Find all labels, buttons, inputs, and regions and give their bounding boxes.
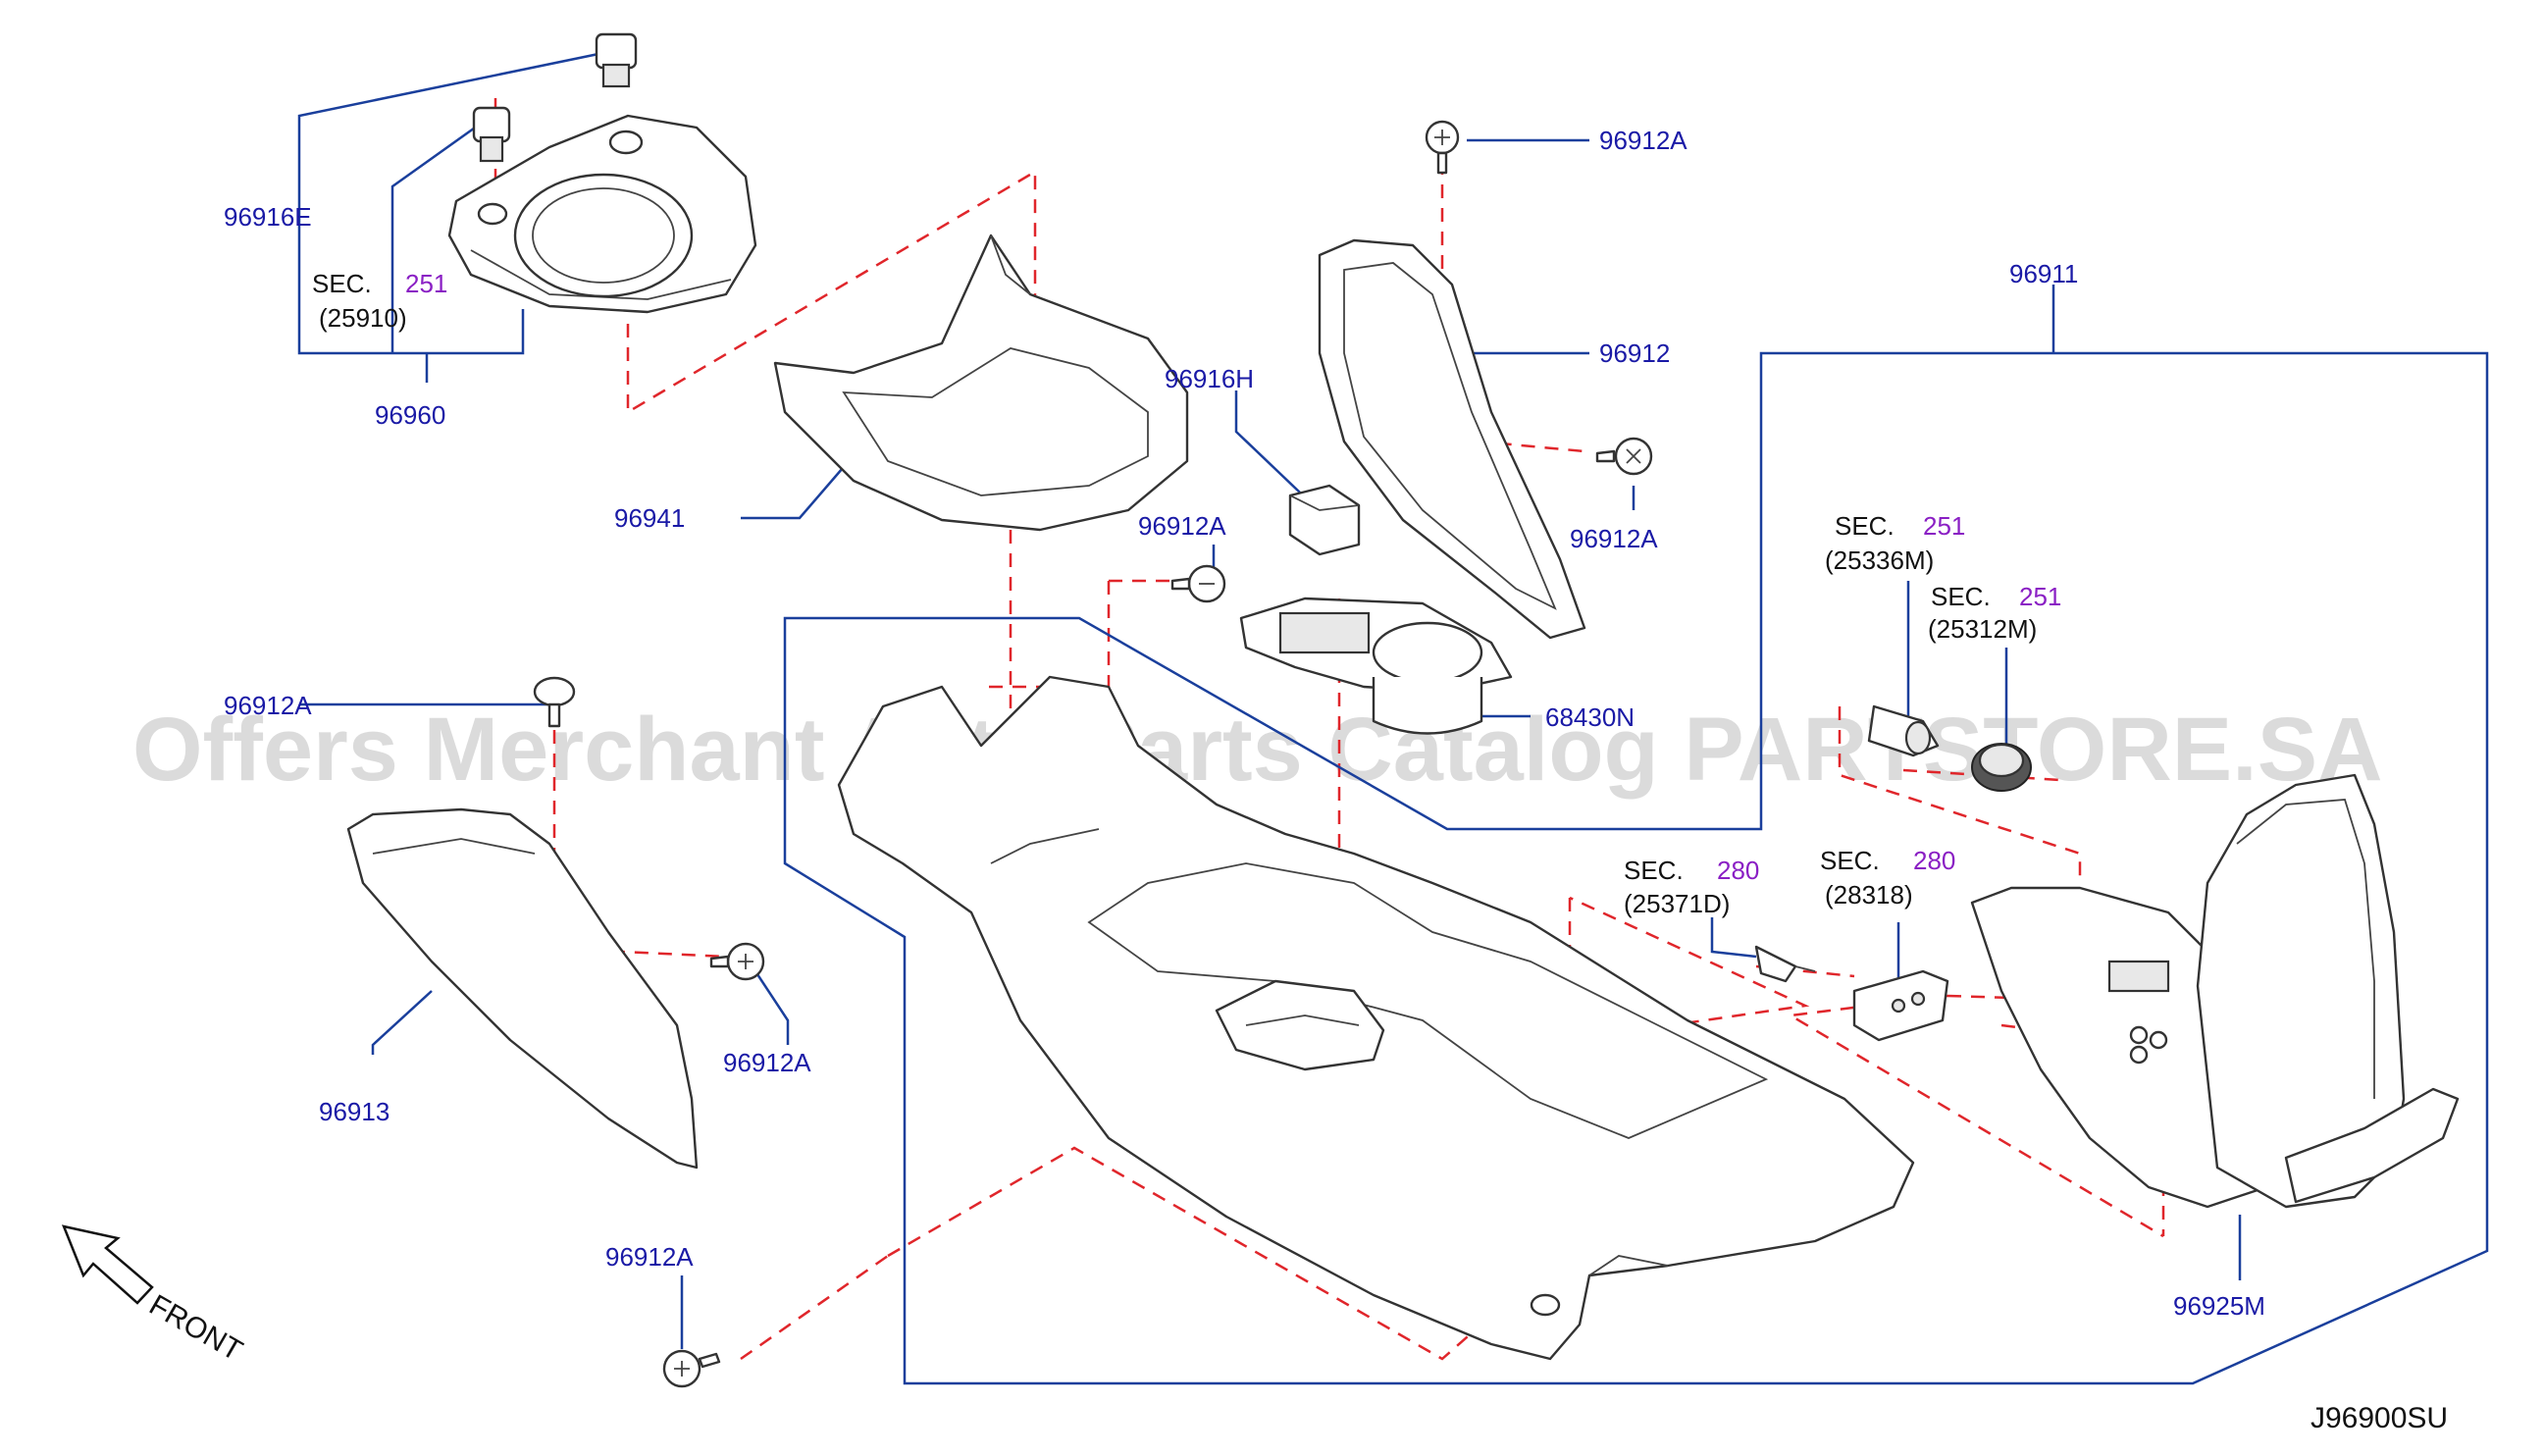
shifter-frame-96941 xyxy=(773,234,1189,532)
sec-number: 251 xyxy=(405,269,447,298)
connector-28318 xyxy=(1852,969,1949,1042)
screw-icon xyxy=(662,1349,721,1388)
bolt-25371D xyxy=(1754,945,1816,983)
label-96916E: 96916E xyxy=(224,202,312,232)
label-96916H: 96916H xyxy=(1165,364,1254,393)
label-96913: 96913 xyxy=(319,1097,389,1126)
sec-ref-25312M: SEC. 251 (25312M) xyxy=(1928,582,2061,644)
label-96911: 96911 xyxy=(2009,259,2078,288)
lighter-25312M xyxy=(1971,743,2032,792)
sec-ref-25371D: SEC. 280 (25371D) xyxy=(1624,856,1759,918)
label-96941: 96941 xyxy=(614,503,685,533)
screw-icon xyxy=(1425,120,1460,175)
sec-label: SEC. xyxy=(1624,856,1684,885)
label-96912A-mid: 96912A xyxy=(1138,511,1226,541)
label-68430N: 68430N xyxy=(1545,702,1635,732)
sec-label: SEC. xyxy=(1820,846,1880,875)
label-96912A-top: 96912A xyxy=(1599,126,1687,155)
diagram-code: J96900SU xyxy=(2310,1402,2448,1434)
armrest-96925M xyxy=(1970,773,2460,1209)
label-96960: 96960 xyxy=(375,400,445,430)
sec-label: SEC. xyxy=(1835,511,1895,541)
watermark: Offers Merchant Auto Parts Catalog PARTS… xyxy=(132,700,2383,800)
sec-label: SEC. xyxy=(1931,582,1991,611)
label-96925M: 96925M xyxy=(2173,1291,2265,1321)
sec-label: SEC. xyxy=(312,269,372,298)
front-label: FRONT xyxy=(144,1288,248,1367)
part-labels: 96916E 96960 96941 96912A 96912 96911 96… xyxy=(224,126,2265,1321)
sec-code: (25312M) xyxy=(1928,614,2037,644)
label-96912A-side: 96912A xyxy=(723,1048,811,1077)
screw-icon xyxy=(1170,564,1226,603)
leader-lines xyxy=(297,52,2489,1385)
label-96912: 96912 xyxy=(1599,338,1670,368)
sec-ref-25910: SEC. 251 (25910) xyxy=(312,269,447,333)
sec-number: 280 xyxy=(1913,846,1955,875)
label-96912A-left: 96912A xyxy=(224,691,312,720)
switch-96916E xyxy=(472,32,638,163)
screw-icon xyxy=(709,942,765,981)
shift-bezel-96960 xyxy=(447,114,757,314)
screw-icon xyxy=(533,676,576,728)
console-body-96911 xyxy=(837,675,1915,1361)
side-panel-96913 xyxy=(346,807,699,1170)
cupholder-68430N xyxy=(1239,597,1513,735)
sec-number: 251 xyxy=(1923,511,1965,541)
sec-code: (25910) xyxy=(319,303,407,333)
label-96912A-bottom: 96912A xyxy=(605,1242,694,1272)
socket-25336M xyxy=(1867,704,1940,757)
sec-code: (28318) xyxy=(1825,880,1913,910)
sec-number: 251 xyxy=(2019,582,2061,611)
switch-96916H xyxy=(1288,484,1361,556)
screw-icon xyxy=(1595,437,1653,476)
sec-code: (25336M) xyxy=(1825,546,1934,575)
sec-ref-28318: SEC. 280 (28318) xyxy=(1820,846,1955,910)
finisher-96912 xyxy=(1318,238,1586,640)
label-96912A-right: 96912A xyxy=(1570,524,1658,553)
sec-number: 280 xyxy=(1717,856,1759,885)
sec-code: (25371D) xyxy=(1624,889,1730,918)
sec-ref-25336M: SEC. 251 (25336M) xyxy=(1825,511,1965,575)
front-arrow-icon xyxy=(61,1224,154,1305)
